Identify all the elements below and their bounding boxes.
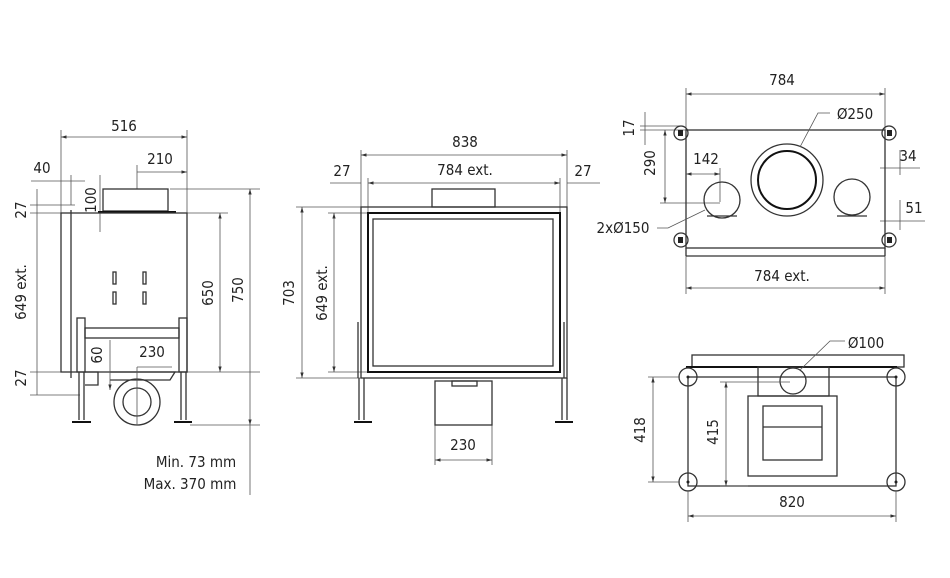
- flue-diameter-label: Ø250: [837, 105, 873, 123]
- leader-150: [657, 209, 706, 229]
- leg-min-label: Min. 73 mm: [156, 453, 236, 471]
- vent-slots: [112, 271, 147, 305]
- dim-784-label: 784: [769, 71, 795, 89]
- dim-784-ext-label: 784 ext.: [437, 161, 493, 179]
- corner-mounts: [673, 125, 897, 248]
- side-outlets-label: 2xØ150: [597, 219, 650, 237]
- side-body: [60, 212, 188, 373]
- air-inlet-100: [779, 367, 807, 395]
- dim-34-label: 34: [899, 147, 916, 165]
- dim-210-label: 210: [147, 150, 173, 168]
- dim-415-label: 415: [704, 419, 722, 445]
- side-outlet-right: [833, 178, 871, 216]
- dim-516-label: 516: [111, 117, 137, 135]
- inlet-diameter-label: Ø100: [848, 334, 884, 352]
- front-body: [360, 206, 568, 379]
- dim-418-label: 418: [631, 417, 649, 443]
- dim-27-left-label: 27: [333, 162, 350, 180]
- dim-27-right-label: 27: [574, 162, 591, 180]
- top-view: 784 17 290 142 34 51 Ø250 2xØ150 784 ext…: [597, 71, 925, 294]
- leader-100: [799, 340, 845, 371]
- bottom-view: Ø100 418 415 820: [631, 334, 906, 522]
- dim-820-label: 820: [779, 493, 805, 511]
- air-box: [434, 380, 493, 426]
- air-box-bottom: [747, 395, 838, 477]
- dim-40-label: 40: [33, 159, 50, 177]
- top-body: [685, 129, 886, 249]
- dim-649-ext-label: 649 ext.: [313, 265, 331, 321]
- dim-100-label: 100: [82, 187, 100, 213]
- door-frame: [367, 212, 561, 373]
- dim-650-label: 650: [199, 280, 217, 306]
- dim-838-label: 838: [452, 133, 478, 151]
- leg-max-label: Max. 370 mm: [144, 475, 237, 493]
- dim-784-ext-top-label: 784 ext.: [754, 267, 810, 285]
- flue-collar-front: [431, 188, 496, 208]
- side-outlet-left: [703, 181, 741, 219]
- side-view: 516 210 40 100 27 649 ext. 27 650 750 Mi…: [12, 117, 260, 495]
- bottom-body: [687, 376, 897, 487]
- dim-27-bottom-label: 27: [12, 369, 30, 386]
- dim-290-label: 290: [641, 150, 659, 176]
- dim-17-label: 17: [620, 119, 638, 136]
- flue-outlet-250: [750, 143, 824, 217]
- glass-panel: [372, 218, 554, 367]
- leader-250: [799, 112, 830, 148]
- dim-27-top-label: 27: [12, 201, 30, 218]
- flue-collar: [102, 188, 169, 212]
- dim-60-label: 60: [88, 346, 106, 363]
- dim-230-label: 230: [450, 436, 476, 454]
- dim-51-label: 51: [905, 199, 922, 217]
- dim-703-label: 703: [280, 280, 298, 306]
- dim-142-label: 142: [693, 150, 719, 168]
- front-view: 838 784 ext. 27 27 703 649 ext. 230: [280, 133, 600, 465]
- dim-649-label: 649 ext.: [12, 264, 30, 320]
- dim-750-label: 750: [229, 277, 247, 303]
- dim-230-label: 230: [139, 343, 165, 361]
